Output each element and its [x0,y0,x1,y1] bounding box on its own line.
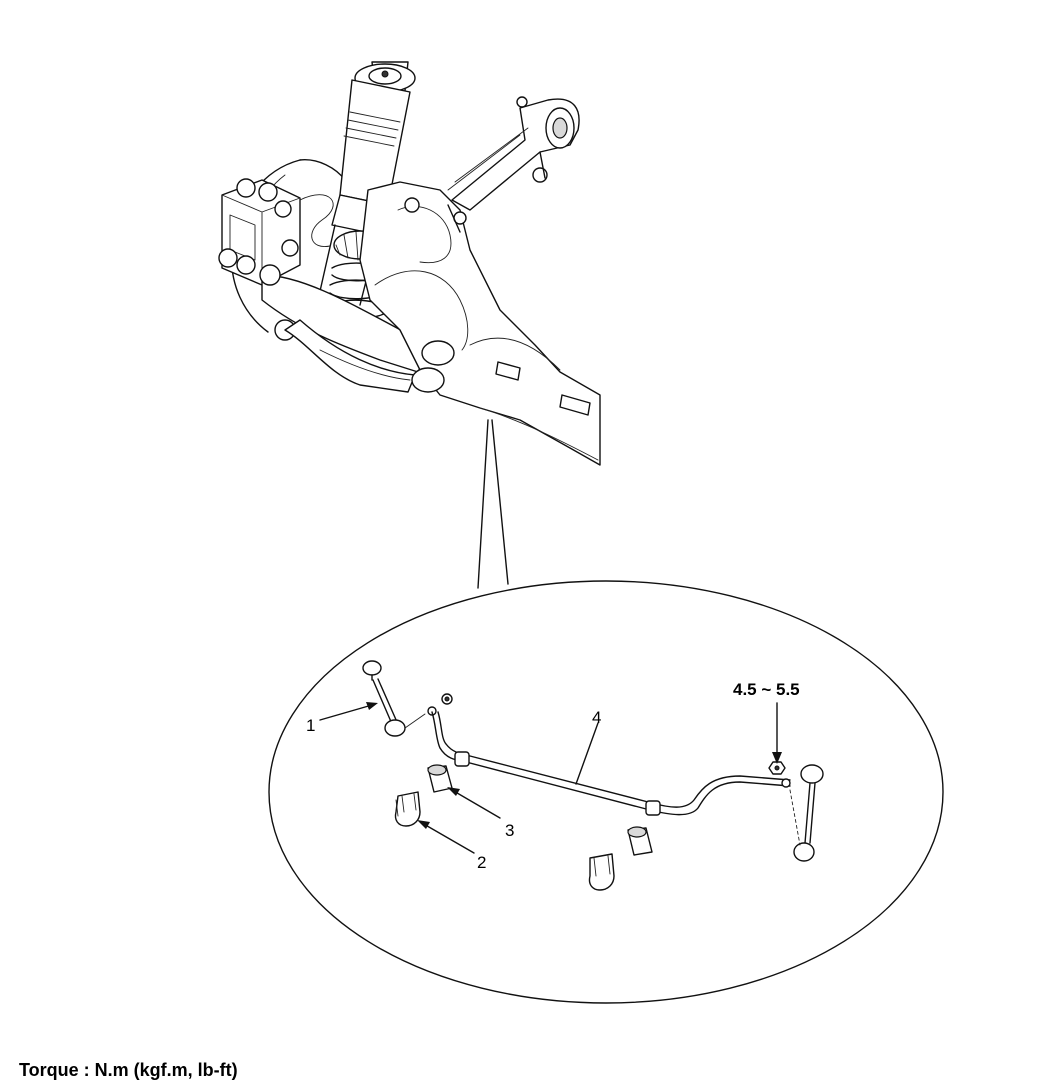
zoom-callout [268,419,944,1004]
bracket-right [588,853,615,891]
rear-suspension-assembly [218,61,601,466]
callout-3: 3 [505,821,514,840]
brake-caliper [218,178,301,286]
callout-4: 4 [592,708,601,727]
shock-absorber [299,61,416,306]
stabilizer-bar [431,711,791,816]
torque-spec-label: 4.5 ~ 5.5 [733,680,800,699]
bushing-left [427,764,453,793]
link-nut-right [768,761,786,775]
link-nut-left [441,693,453,705]
stabilizer-parts [362,660,824,891]
sub-frame [359,181,601,466]
bushing-right [627,826,653,856]
callout-2: 2 [477,853,486,872]
stabilizer-link-left [362,660,437,737]
lower-arm [259,264,431,393]
bracket-left [394,791,421,827]
upper-arm [447,96,580,211]
stabilizer-link-right [789,764,824,862]
callout-leaders [319,702,782,854]
callout-1: 1 [306,716,315,735]
torque-unit-label: Torque : N.m (kgf.m, lb-ft) [19,1060,238,1080]
detail-circle [268,580,944,1004]
